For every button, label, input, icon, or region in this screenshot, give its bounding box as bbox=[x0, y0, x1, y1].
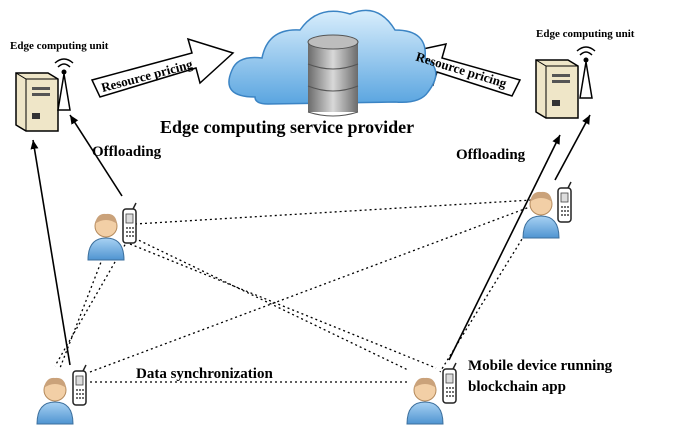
phone-icon bbox=[72, 364, 87, 406]
person-icon bbox=[87, 213, 125, 261]
mobile-device-label: Mobile device running blockchain app bbox=[468, 358, 613, 395]
offloading-links bbox=[30, 114, 591, 366]
phone-icon bbox=[557, 181, 572, 223]
edge-server-icon bbox=[535, 59, 579, 119]
edge-unit-label-right: Edge computing unit bbox=[536, 28, 635, 40]
phone-icon bbox=[122, 202, 137, 244]
edge-unit-label-left: Edge computing unit bbox=[10, 40, 109, 52]
offloading-label-left: Offloading bbox=[92, 144, 162, 160]
provider-label: Edge computing service provider bbox=[160, 117, 415, 137]
person-icon bbox=[36, 377, 74, 425]
phone-icon bbox=[442, 362, 457, 404]
database-icon bbox=[307, 34, 359, 117]
edge-server-icon bbox=[15, 72, 59, 132]
antenna-icon bbox=[576, 46, 596, 99]
resource-pricing-arrow-left bbox=[90, 37, 235, 98]
data-sync-label: Data synchronization bbox=[136, 366, 273, 382]
offloading-label-right: Offloading bbox=[456, 147, 526, 163]
person-icon bbox=[406, 377, 444, 425]
